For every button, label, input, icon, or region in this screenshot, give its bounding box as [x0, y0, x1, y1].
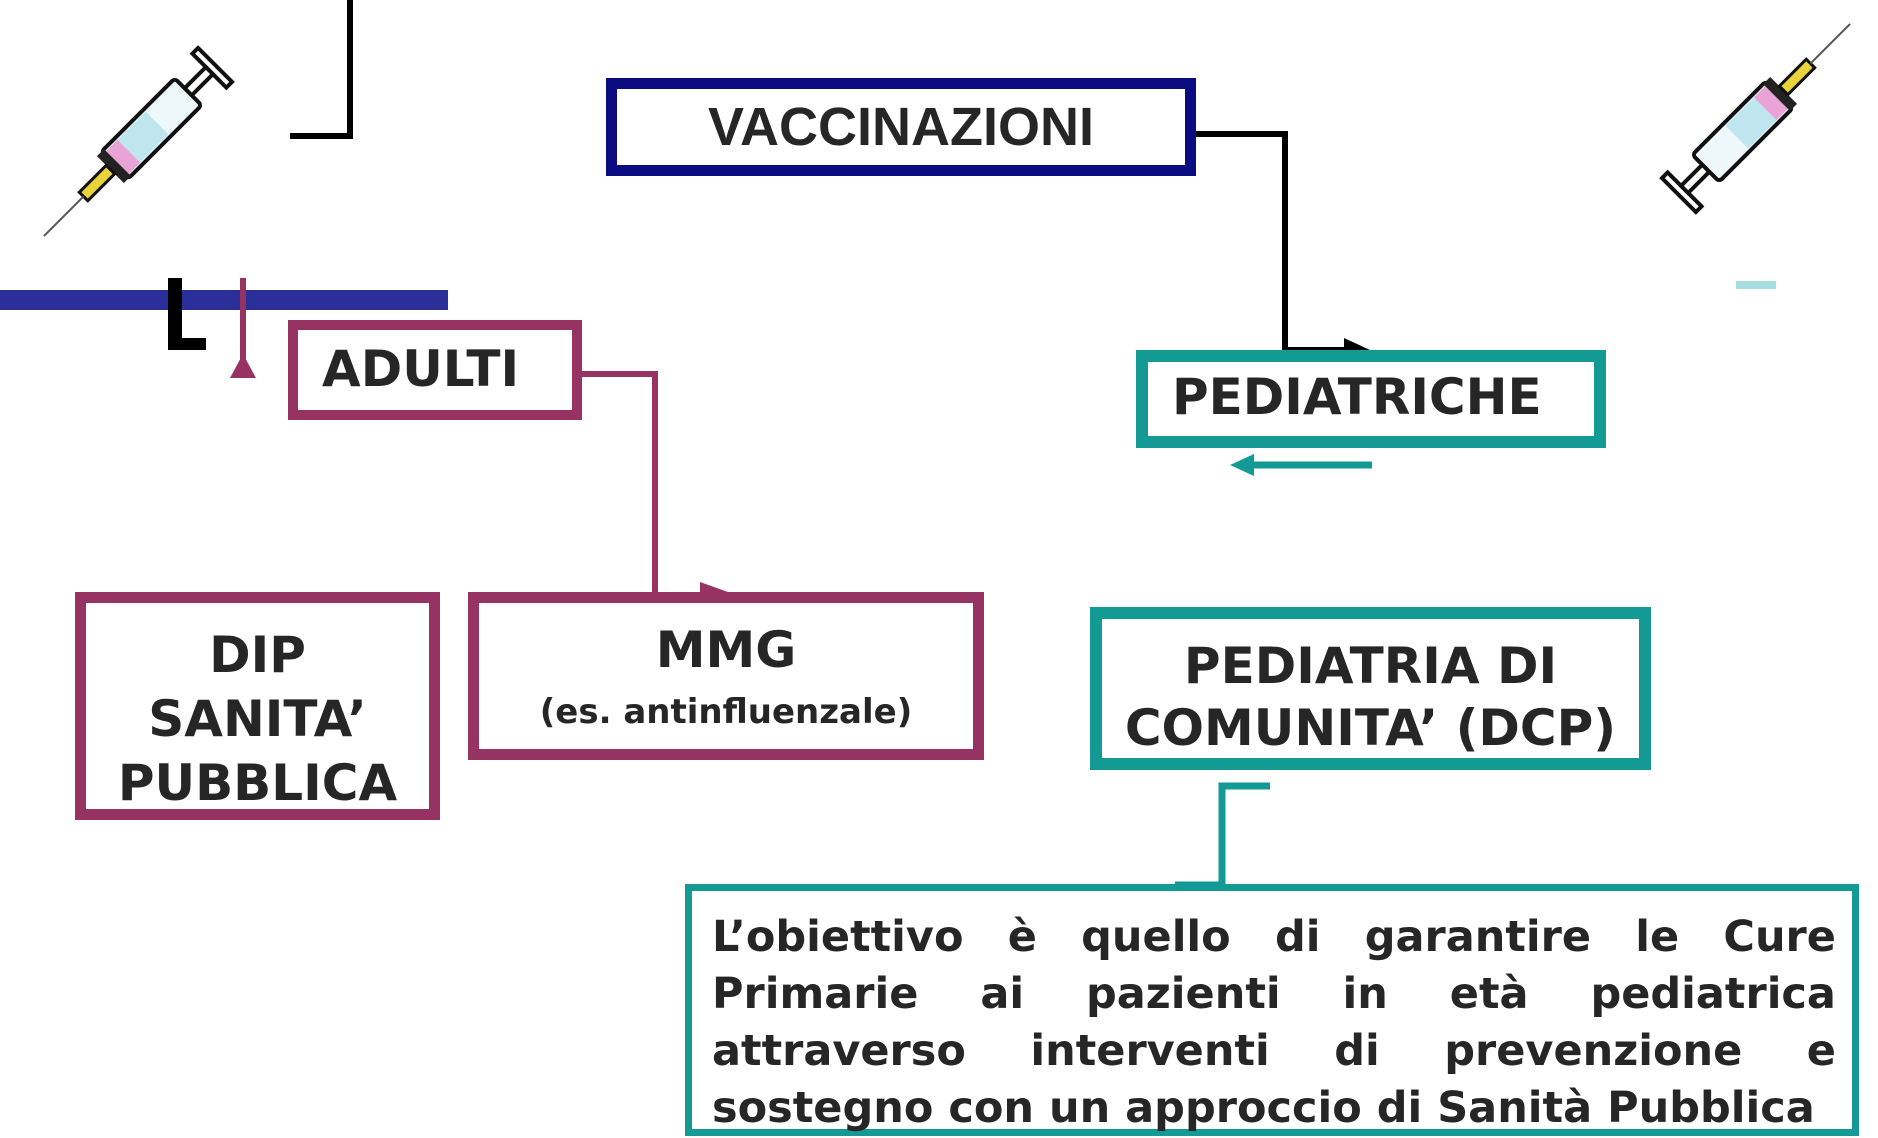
- black-corner-mark: [168, 278, 206, 350]
- node-vaccinazioni-label: VACCINAZIONI: [708, 97, 1094, 157]
- adulti-to-mmg-line: [582, 371, 658, 592]
- syringe-icon: [43, 45, 235, 237]
- magenta-arrow-head: [230, 354, 256, 378]
- cyan-dash: [1736, 281, 1776, 289]
- bracket-line: [290, 0, 353, 139]
- node-dip-line: PUBBLICA: [117, 754, 398, 812]
- node-adulti-label: ADULTI: [322, 340, 520, 398]
- vacc-to-pediatriche-line: [1196, 131, 1350, 353]
- description-line: sostegno con un approccio di Sanità Pubb…: [712, 1083, 1815, 1133]
- dcp-to-description-line: [1218, 782, 1270, 884]
- node-mmg-title: MMG: [655, 621, 797, 679]
- node-adulti: ADULTI: [288, 320, 582, 420]
- node-dip-line: SANITA’: [148, 690, 367, 748]
- blue-band: [0, 290, 448, 310]
- node-vaccinazioni: VACCINAZIONI: [606, 78, 1196, 176]
- node-pediatriche-label: PEDIATRICHE: [1172, 368, 1542, 426]
- node-dcp-line: COMUNITA’ (DCP): [1124, 699, 1617, 757]
- node-pediatria-di-comunita: PEDIATRIA DI COMUNITA’ (DCP): [1090, 607, 1651, 770]
- node-dcp-line: PEDIATRIA DI: [1183, 637, 1558, 695]
- node-mmg: MMG (es. antinfluenzale): [468, 592, 984, 760]
- node-mmg-note: (es. antinfluenzale): [539, 692, 913, 732]
- node-dip-sanita-pubblica: DIP SANITA’ PUBBLICA: [75, 592, 440, 820]
- syringe-icon: [1659, 23, 1851, 215]
- node-pediatriche: PEDIATRICHE: [1136, 350, 1606, 448]
- adulti-to-mmg-arrow: [700, 582, 728, 592]
- node-dip-line: DIP: [209, 626, 306, 684]
- teal-arrow-head: [1230, 454, 1254, 476]
